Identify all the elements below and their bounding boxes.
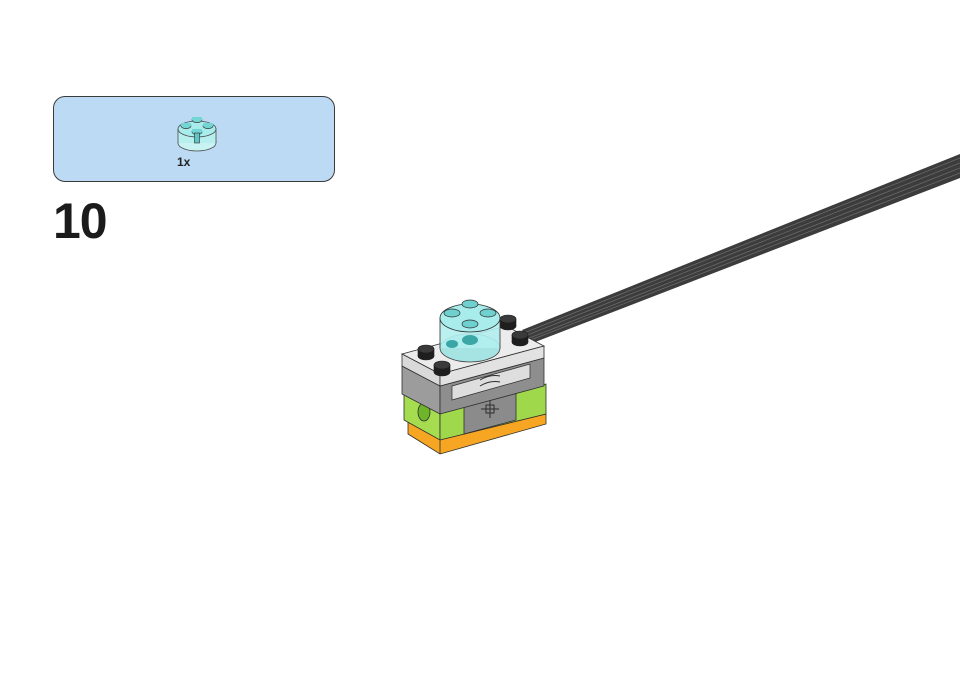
parts-callout: 1x bbox=[53, 96, 335, 182]
transparent-round-brick bbox=[439, 299, 501, 363]
hub-studs bbox=[417, 314, 529, 377]
step-number: 10 bbox=[53, 193, 108, 249]
transparent-round-brick-icon bbox=[177, 117, 217, 152]
part-quantity: 1x bbox=[177, 155, 191, 169]
cable bbox=[522, 154, 960, 344]
